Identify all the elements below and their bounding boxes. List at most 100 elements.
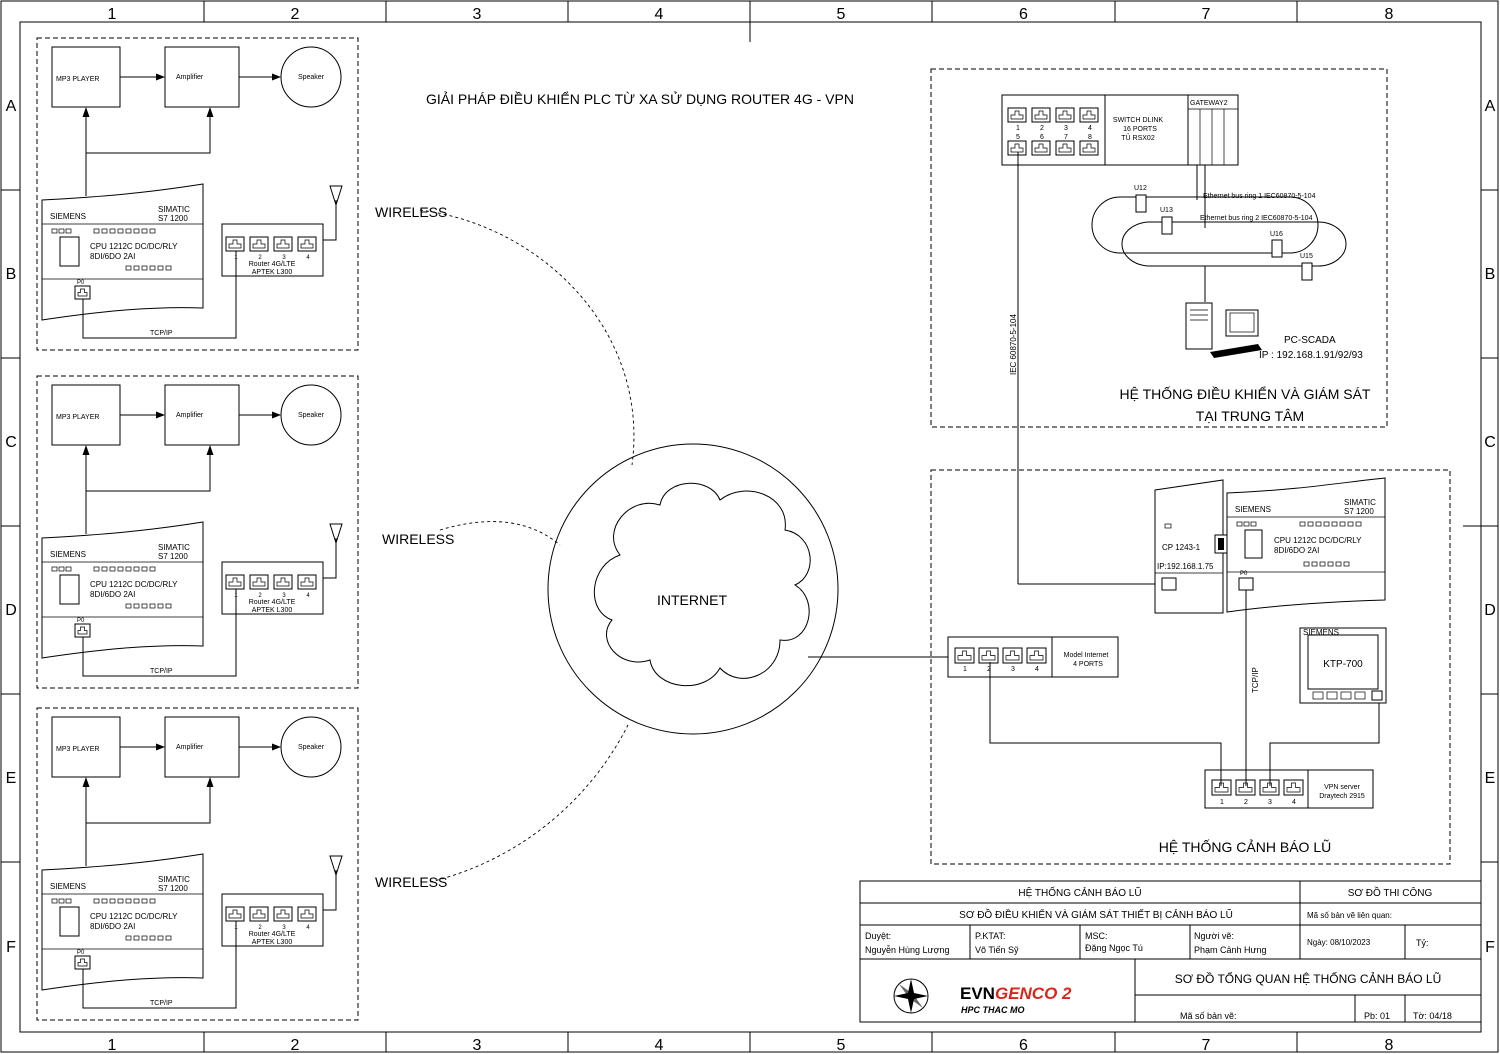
plc-brand: SIEMENS xyxy=(50,550,86,559)
switch-port-number: 2 xyxy=(1040,125,1044,132)
u16-label: U16 xyxy=(1270,231,1283,238)
switch-port-number: 6 xyxy=(1040,134,1044,141)
switch-port-number: 5 xyxy=(1016,134,1020,141)
tb-date: Ngày: 08/10/2023 xyxy=(1307,938,1371,947)
router-port-icon xyxy=(297,574,317,590)
tb-plant: HPC THAC MO xyxy=(961,1005,1025,1015)
tb-pb: Pb: 01 xyxy=(1364,1011,1390,1021)
switch-port-number: 7 xyxy=(1064,134,1068,141)
tb-code: Mã số bản vẽ: xyxy=(1180,1011,1237,1021)
plc-model-1: SIMATIC xyxy=(158,543,190,552)
router-port-number: 3 xyxy=(282,255,286,261)
iec-label: IEC 60870-5-104 xyxy=(1009,314,1018,375)
ring-1-label: Ethernet bus ring 1 IEC60870-5-104 xyxy=(1203,193,1316,200)
flood-plc-cpu-2: 8DI/6DO 2AI xyxy=(1274,546,1319,555)
flood-plc-brand: SIEMENS xyxy=(1235,505,1271,514)
switch-port-icon xyxy=(1007,140,1027,156)
router-port-number: 2 xyxy=(258,925,262,931)
vpn-port-number: 2 xyxy=(1244,799,1248,806)
modem-port-icon xyxy=(1026,647,1047,664)
pc-scada-label: PC-SCADA xyxy=(1284,335,1336,346)
tb-drawing: SƠ ĐỒ ĐIỀU KHIỂN VÀ GIÁM SÁT THIẾT BỊ CẢ… xyxy=(959,908,1233,921)
vpn-port-icon xyxy=(1259,779,1280,796)
row-label: E xyxy=(1485,770,1496,787)
tb-project: HỆ THỐNG CẢNH BÁO LŨ xyxy=(1018,885,1141,899)
row-label: E xyxy=(6,770,17,787)
antenna-icon xyxy=(329,185,343,207)
router-port-icon xyxy=(249,236,269,252)
tb-related: Mã số bản vẽ liên quan: xyxy=(1307,911,1392,920)
hmi-key xyxy=(1354,691,1366,700)
plc-brand: SIEMENS xyxy=(50,212,86,221)
hmi-key xyxy=(1312,691,1324,700)
wireless-link-2 xyxy=(439,521,561,546)
router-label-2: APTEK L300 xyxy=(252,607,293,614)
plc-ethernet-port-icon xyxy=(74,285,91,300)
plc-cpu-1: CPU 1212C DC/DC/RLY xyxy=(90,580,178,589)
mp3-player-label: MP3 PLAYER xyxy=(56,76,99,83)
tb-nguoive-label: Người vẽ: xyxy=(1194,931,1234,941)
vpn-port-number: 3 xyxy=(1268,799,1272,806)
row-label: C xyxy=(5,434,17,451)
vpn-port-icon xyxy=(1283,779,1304,796)
column-label: 5 xyxy=(837,1037,846,1054)
amplifier-box xyxy=(164,716,240,778)
speaker-label: Speaker xyxy=(298,74,325,81)
antenna-icon xyxy=(329,855,343,877)
mp3-player-box xyxy=(51,46,121,108)
column-label: 7 xyxy=(1202,6,1211,23)
mp3-player-label: MP3 PLAYER xyxy=(56,414,99,421)
u13-label: U13 xyxy=(1160,207,1173,214)
vpn-port-number: 4 xyxy=(1292,799,1296,806)
antenna-icon xyxy=(329,523,343,545)
router-port-number: 2 xyxy=(258,255,262,261)
plc-cpu-2: 8DI/6DO 2AI xyxy=(90,922,135,931)
tb-pktat-name: Võ Tiến Sỹ xyxy=(975,945,1019,955)
modem-port-icon xyxy=(978,647,999,664)
plc-cpu-2: 8DI/6DO 2AI xyxy=(90,590,135,599)
hmi-model: KTP-700 xyxy=(1323,659,1363,670)
wireless-link-3 xyxy=(429,724,629,883)
router-port-icon xyxy=(249,574,269,590)
row-label: F xyxy=(6,939,16,956)
column-label: 5 xyxy=(837,6,846,23)
router-port-number: 4 xyxy=(306,593,310,599)
modem-port-icon xyxy=(954,647,975,664)
tb-scale: Tỷ: xyxy=(1416,938,1429,948)
modem-port-number: 3 xyxy=(1011,666,1015,673)
evn-star-logo-icon xyxy=(893,978,929,1014)
switch-port-icon xyxy=(1055,140,1075,156)
router-port-number: 2 xyxy=(258,593,262,599)
plc-model-1: SIMATIC xyxy=(158,205,190,214)
flood-plc-cpu-1: CPU 1212C DC/DC/RLY xyxy=(1274,536,1362,545)
column-label: 2 xyxy=(291,6,300,23)
switch-label-1: SWITCH DLINK xyxy=(1113,117,1164,124)
router-port-icon xyxy=(225,236,245,252)
modem-port-number: 1 xyxy=(963,666,967,673)
plc-cpu-1: CPU 1212C DC/DC/RLY xyxy=(90,242,178,251)
flood-caption: HỆ THỐNG CẢNH BÁO LŨ xyxy=(1159,838,1331,855)
ring-2-label: Ethernet bus ring 2 IEC60870-5-104 xyxy=(1200,215,1313,222)
amplifier-label: Amplifier xyxy=(176,412,204,419)
hmi-ethernet-port-icon xyxy=(1371,690,1383,701)
row-label: B xyxy=(1485,266,1496,283)
vpn-port-number: 1 xyxy=(1220,799,1224,806)
switch-port-icon xyxy=(1007,107,1027,123)
diagram-title: GIẢI PHÁP ĐIỀU KHIỂN PLC TỪ XA SỬ DỤNG R… xyxy=(426,90,854,107)
wireless-label: WIRELESS xyxy=(375,874,447,890)
router-port-icon xyxy=(273,906,293,922)
plc-port-label: P0 xyxy=(77,950,85,956)
modem-port-number: 2 xyxy=(987,666,991,673)
plc-model-2: S7 1200 xyxy=(158,884,188,893)
router-port-icon xyxy=(273,236,293,252)
switch-port-number: 1 xyxy=(1016,125,1020,132)
router-port-number: 4 xyxy=(306,925,310,931)
vpn-label-1: VPN server xyxy=(1324,784,1360,791)
column-label: 1 xyxy=(108,1037,117,1054)
center-caption-1: HỆ THỐNG ĐIỀU KHIỂN VÀ GIÁM SÁT xyxy=(1119,385,1370,402)
vpn-label-2: Draytech 2915 xyxy=(1319,793,1365,800)
